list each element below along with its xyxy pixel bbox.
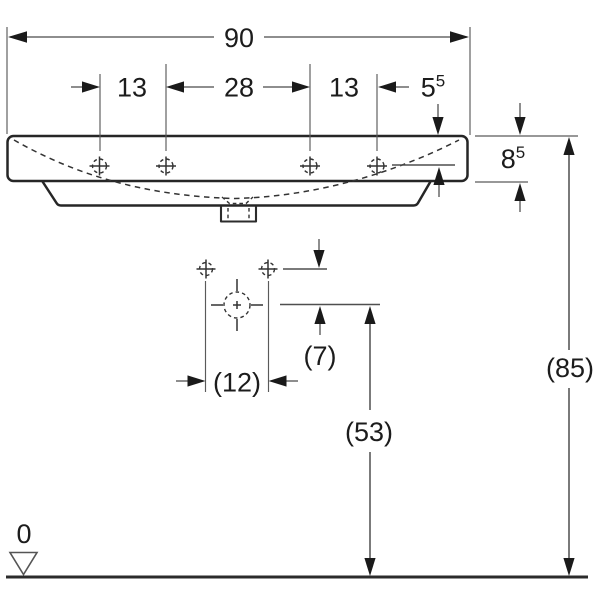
dim-arrow-left — [8, 31, 27, 43]
dim-label-overflow-height: (53) — [345, 417, 393, 447]
dim-label-spacing-left: 13 — [117, 73, 147, 103]
drain-outlet — [219, 206, 258, 223]
dim-label-hole-depth-sup: 5 — [436, 72, 445, 91]
dim-arrow-up — [364, 306, 376, 324]
dim-arrow-up — [563, 137, 575, 155]
dim-arrow — [292, 81, 310, 93]
dimension-fixing-spacing: (12) — [176, 368, 298, 398]
tap-hole-icon — [89, 156, 110, 176]
dim-label-spacing-center: 28 — [224, 73, 254, 103]
dim-label-overflow-drop: (7) — [304, 341, 337, 371]
dim-arrow-right — [187, 375, 206, 387]
dimension-rim-height: (85) — [546, 137, 594, 576]
dim-label-fixing-spacing: (12) — [213, 368, 261, 398]
dim-arrow-down — [364, 558, 376, 576]
tap-hole-symbols — [89, 156, 387, 176]
basin-apron — [41, 180, 432, 207]
dim-arrow-down — [514, 117, 526, 135]
tap-hole-icon — [300, 156, 320, 176]
dim-label-spacing-right: 13 — [329, 73, 359, 103]
dim-arrow-down — [313, 250, 325, 268]
dim-arrow-left — [268, 375, 287, 387]
dimension-overflow-drop: (7) — [280, 239, 380, 371]
datum-triangle-icon — [8, 551, 39, 577]
dim-label-overall-width: 90 — [224, 23, 254, 53]
basin-rim-profile — [6, 134, 469, 183]
dim-label-hole-depth: 55 — [421, 72, 446, 103]
dimension-rim-thickness: 85 — [475, 103, 578, 212]
overflow-hole-icon — [211, 279, 263, 331]
dim-arrow-up — [433, 167, 445, 185]
dimension-overflow-height: (53) — [345, 306, 393, 576]
washbasin-outline — [6, 134, 469, 223]
dim-arrow-up — [514, 183, 526, 201]
dim-label-rim-thickness: 85 — [501, 143, 526, 174]
ground-datum-group: 0 — [6, 519, 588, 579]
dim-arrow-right — [450, 31, 469, 43]
dim-arrow-down — [432, 117, 444, 135]
dim-label-rim-thickness-sup: 5 — [516, 143, 525, 162]
tap-hole-icon — [156, 156, 176, 176]
dim-arrow-up — [314, 306, 326, 324]
dim-arrow — [82, 81, 100, 93]
tap-hole-icon — [367, 156, 387, 176]
dimension-hole-spacing-row: 13 28 13 55 — [71, 64, 445, 151]
dim-label-rim-height: (85) — [546, 353, 594, 383]
dimension-hole-depth-pointers — [392, 104, 455, 197]
mounting-hole-group — [196, 259, 278, 392]
dimension-overall-width: 90 — [6, 23, 471, 135]
datum-zero-label: 0 — [16, 519, 31, 549]
dim-arrow-down — [563, 558, 575, 576]
dim-label-rim-thickness-main: 8 — [501, 144, 516, 174]
dim-label-hole-depth-main: 5 — [421, 73, 436, 103]
basin-interior-hidden-curve — [13, 139, 460, 200]
fixing-hole-icon — [196, 259, 216, 279]
dim-arrow — [166, 81, 184, 93]
dim-arrow — [378, 81, 396, 93]
fixing-hole-icon — [258, 259, 278, 279]
